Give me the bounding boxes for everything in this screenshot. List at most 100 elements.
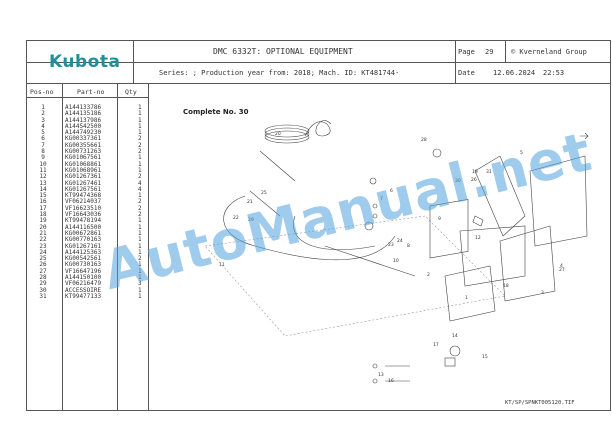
time-value: 22:53: [543, 69, 565, 77]
callout-number: 15: [482, 354, 488, 360]
qty-value: 2: [138, 141, 142, 149]
part-number: VF06216479: [65, 280, 102, 288]
pos-number: 28: [39, 274, 47, 282]
pos-number: 3: [41, 116, 45, 124]
callout-number: 10: [393, 258, 399, 264]
qty-value: 1: [138, 110, 142, 118]
callout-number: 26: [471, 177, 477, 183]
page-number-divider: [505, 41, 506, 62]
part-number: KG01267361: [65, 173, 102, 181]
callout-number: 24: [397, 238, 403, 244]
part-number: KG00542561: [65, 255, 102, 263]
pos-number: 16: [39, 198, 47, 206]
callout-number: 17: [433, 342, 439, 348]
diagram-caption: Complete No. 30: [183, 108, 249, 116]
pos-number: 2: [41, 110, 45, 118]
qty-value: 1: [138, 129, 142, 137]
callout-number: 7: [380, 196, 383, 202]
callout-number: 13: [378, 372, 384, 378]
part-number: A144125363: [65, 248, 102, 256]
qty-value: 4: [138, 185, 142, 193]
part-number: KG00730163: [65, 261, 102, 269]
part-number: KG01267461: [65, 179, 102, 187]
part-number: A144135186: [65, 110, 102, 118]
page-number: 29: [485, 48, 494, 56]
part-number: A144749230: [65, 129, 102, 137]
pos-number: 15: [39, 192, 47, 200]
qty-value: 1: [138, 261, 142, 269]
qty-value: 1: [138, 223, 142, 231]
callout-number: 18: [503, 283, 509, 289]
qty-value: 1: [138, 217, 142, 225]
callout-number: 9: [438, 216, 441, 222]
parts-sheet: Kubota DMC 6332T: OPTIONAL EQUIPMENT Pag…: [26, 40, 611, 411]
pos-number: 4: [41, 122, 45, 130]
part-number: KG01267161: [65, 242, 102, 250]
callout-number: 29: [248, 217, 254, 223]
date-label: Date: [458, 69, 475, 77]
page-divider: [455, 41, 456, 83]
col-qty-header: Qty: [125, 88, 137, 96]
pos-number: 24: [39, 248, 47, 256]
pos-part-divider: [62, 83, 63, 410]
callout-number: 12: [475, 235, 481, 241]
qty-value: 1: [138, 267, 142, 275]
qty-value: 1: [138, 160, 142, 168]
part-number: KG00355661: [65, 141, 102, 149]
qty-value: 1: [138, 286, 142, 294]
part-number: A144150100: [65, 274, 102, 282]
date-value: 12.06.2024: [493, 69, 536, 77]
part-number: KG01067561: [65, 154, 102, 162]
callout-number: 3: [541, 290, 544, 296]
table-header-divider: [27, 97, 148, 98]
qty-value: 1: [138, 274, 142, 282]
pos-number: 29: [39, 280, 47, 288]
callout-number: 16: [388, 378, 394, 384]
callout-number: 4: [560, 263, 563, 269]
col-pos-header: Pos-no: [30, 88, 54, 96]
qty-value: 2: [138, 198, 142, 206]
pos-number: 26: [39, 261, 47, 269]
callout-number: 25: [261, 190, 267, 196]
diagram-drawing: [204, 120, 589, 384]
qty-value: 1: [138, 292, 142, 300]
qty-value: 1: [138, 229, 142, 237]
callout-number: 20: [275, 131, 281, 137]
qty-value: 2: [138, 255, 142, 263]
pos-number: 13: [39, 179, 47, 187]
callout-number: 6: [390, 188, 393, 194]
callout-number: 30: [455, 178, 461, 184]
callout-number: 5: [520, 150, 523, 156]
callout-number: 21: [247, 199, 253, 205]
pos-number: 25: [39, 255, 47, 263]
qty-value: 1: [138, 122, 142, 130]
qty-value: 2: [138, 173, 142, 181]
pos-number: 23: [39, 242, 47, 250]
copyright: © Kverneland Group: [511, 48, 587, 56]
pos-number: 8: [41, 148, 45, 156]
page-label: Page: [458, 48, 475, 56]
part-number: A144542500: [65, 122, 102, 130]
pos-number: 7: [41, 141, 45, 149]
pos-number: 14: [39, 185, 47, 193]
pos-number: 11: [39, 166, 47, 174]
callout-number: 14: [452, 333, 458, 339]
callout-number: 23: [388, 242, 394, 248]
part-number: KG00337361: [65, 135, 102, 143]
header-divider-1: [27, 62, 610, 63]
part-number: VF16623510: [65, 204, 102, 212]
pos-number: 17: [39, 204, 47, 212]
qty-value: 1: [138, 192, 142, 200]
qty-value: 1: [138, 236, 142, 244]
pos-number: 1: [41, 104, 45, 111]
pos-number: 5: [41, 129, 45, 137]
part-qty-divider: [117, 83, 118, 410]
part-number: A144137986: [65, 116, 102, 124]
part-number: ACCESSOIRE: [65, 286, 102, 294]
pos-number: 20: [39, 223, 47, 231]
callout-number: 28: [421, 137, 427, 143]
part-number: KG01068861: [65, 160, 102, 168]
qty-value: 3: [138, 280, 142, 288]
part-number: KT99477133: [65, 292, 102, 300]
